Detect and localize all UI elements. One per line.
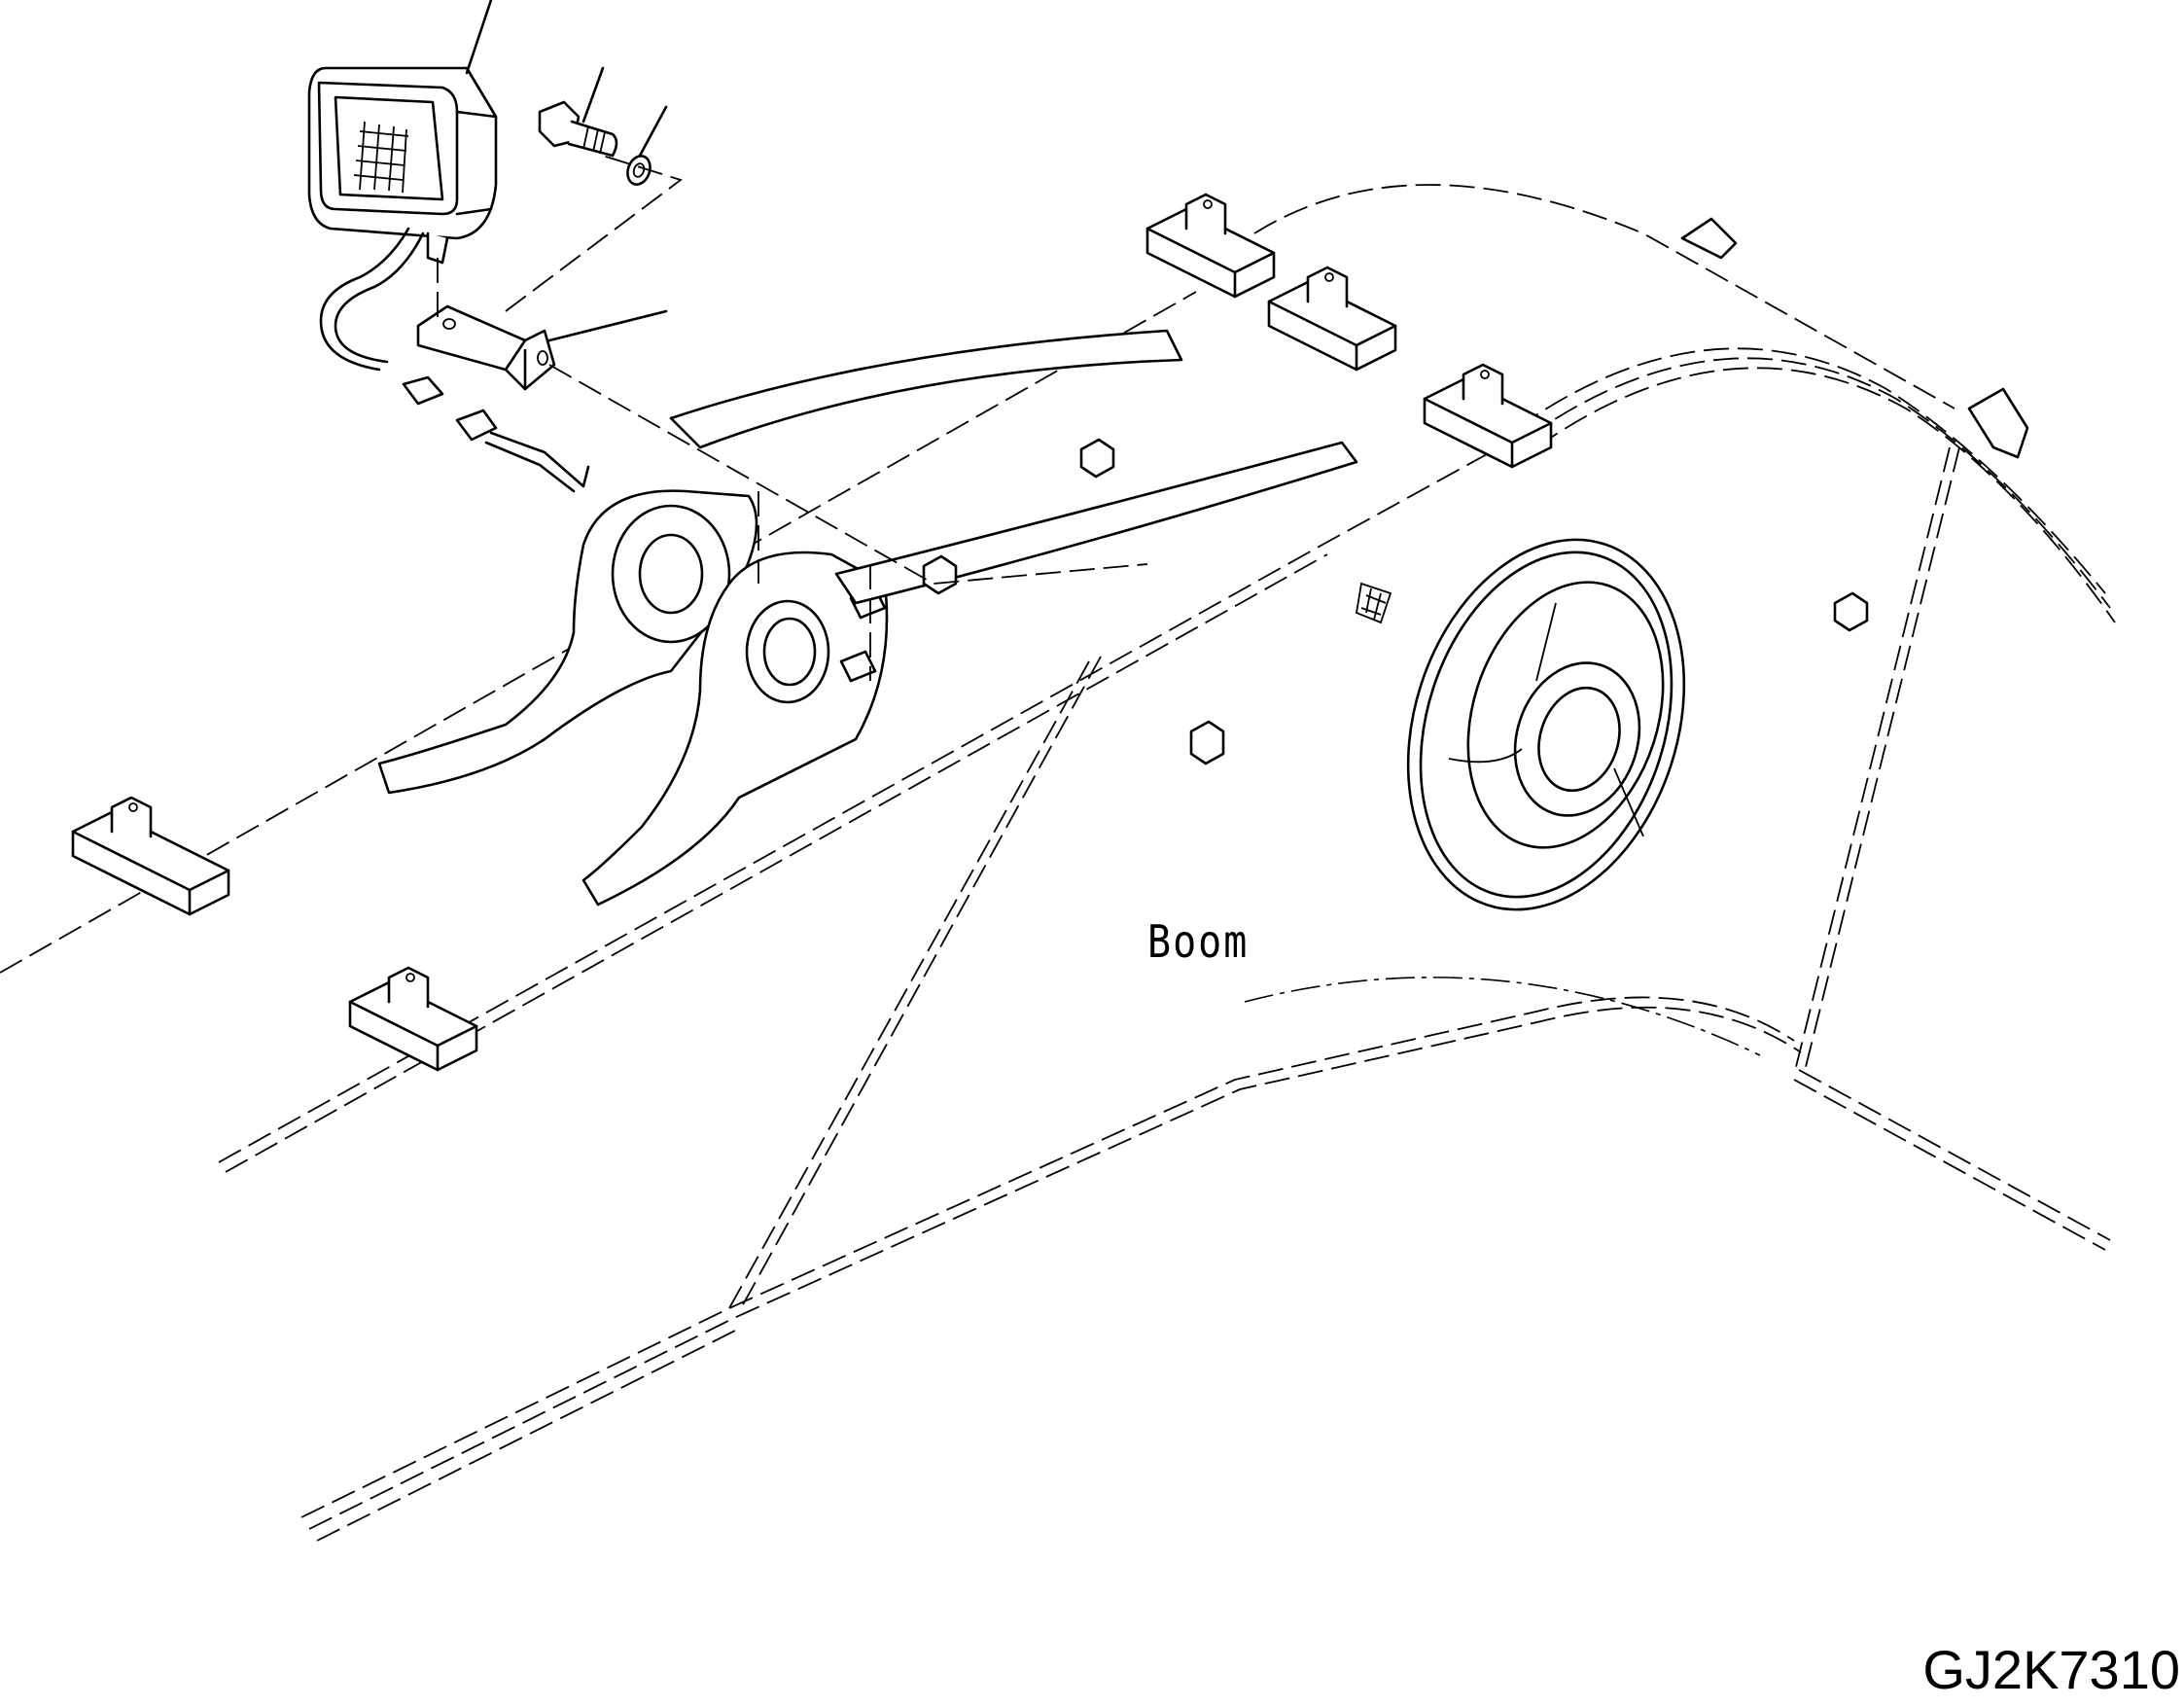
work-lamp-icon [307, 66, 498, 406]
boom-cylinder-boss [1406, 538, 1686, 911]
mount-block-top-1 [1145, 193, 1276, 299]
mount-block-top-3 [1423, 363, 1553, 469]
washer-icon [626, 155, 652, 186]
boom-foot-bracket-rear [377, 489, 758, 795]
boom-nuts [922, 438, 1869, 765]
mount-block-top-2 [1267, 266, 1397, 372]
mount-block-mid-left [348, 966, 478, 1072]
drawing-id: GJ2K7310 [1922, 1639, 2180, 1700]
boom-label: Boom [1147, 916, 1250, 969]
bolt-icon [538, 100, 618, 158]
connector-icon [455, 409, 590, 493]
leader-lines [437, 0, 1148, 585]
bracket-icon [416, 304, 556, 391]
mount-block-top-right [1680, 217, 2029, 459]
mount-block-left [71, 796, 230, 916]
boom-foot-strips [669, 329, 1358, 681]
boom-foot-bracket-front [581, 551, 889, 907]
boom-outline [0, 184, 2116, 1542]
